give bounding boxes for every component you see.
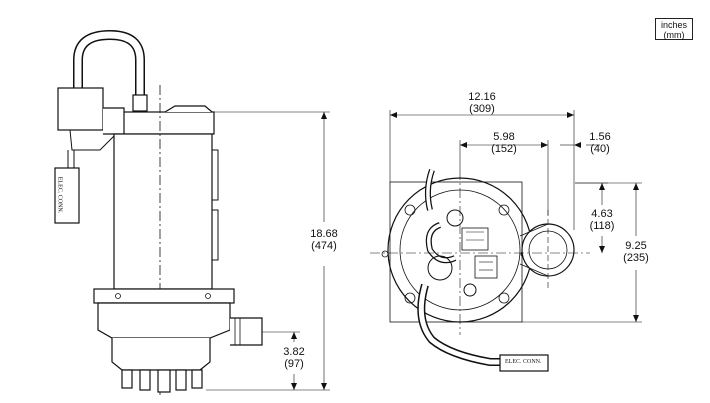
top-elec-conn-tag <box>499 354 549 372</box>
volute <box>97 302 231 339</box>
dim-discharge-to-center: 4.63 (118) <box>584 208 620 232</box>
top-view <box>370 110 642 372</box>
side-elec-conn-label: ELEC. CONN. <box>56 176 63 214</box>
dim-height-in: 18.68 <box>310 228 338 240</box>
float-switch <box>57 87 104 131</box>
top-elec-conn-label: ELEC. CONN. <box>505 359 542 365</box>
dim-center-to-discharge-in: 5.98 <box>493 131 515 143</box>
side-view <box>54 29 330 395</box>
dim-overall-width: 12.16 (309) <box>462 91 502 115</box>
elec-conn-tag <box>54 167 80 224</box>
dim-discharge-offset-in: 1.56 <box>589 131 611 143</box>
units-legend: inches (mm) <box>655 18 693 40</box>
dim-discharge-offset-mm: (40) <box>590 143 610 155</box>
dim-overall-width-mm: (309) <box>469 103 495 115</box>
units-inches: inches <box>660 20 687 30</box>
dim-discharge-offset: 1.56 (40) <box>582 131 618 155</box>
dim-height-mm: (474) <box>311 240 337 252</box>
dim-overall-width-in: 12.16 <box>468 91 496 103</box>
dim-base-height-in: 3.82 <box>283 346 305 358</box>
dim-height: 18.68 (474) <box>304 228 344 252</box>
cord-grip <box>132 94 148 112</box>
dim-overall-depth-in: 9.25 <box>625 240 647 252</box>
motor-cap <box>121 111 215 135</box>
dim-overall-depth: 9.25 (235) <box>618 240 654 264</box>
dim-discharge-to-center-in: 4.63 <box>591 208 613 220</box>
discharge-outlet <box>230 317 263 346</box>
dim-base-height: 3.82 (97) <box>276 346 312 370</box>
motor-housing <box>113 133 213 290</box>
dim-base-height-mm: (97) <box>284 358 304 370</box>
units-mm: (mm) <box>663 30 685 40</box>
dim-discharge-to-center-mm: (118) <box>589 220 615 232</box>
pump-base <box>111 338 211 371</box>
dim-center-to-discharge: 5.98 (152) <box>484 131 524 155</box>
volute-flange <box>93 288 235 304</box>
dim-overall-depth-mm: (235) <box>623 252 649 264</box>
dim-center-to-discharge-mm: (152) <box>491 143 517 155</box>
